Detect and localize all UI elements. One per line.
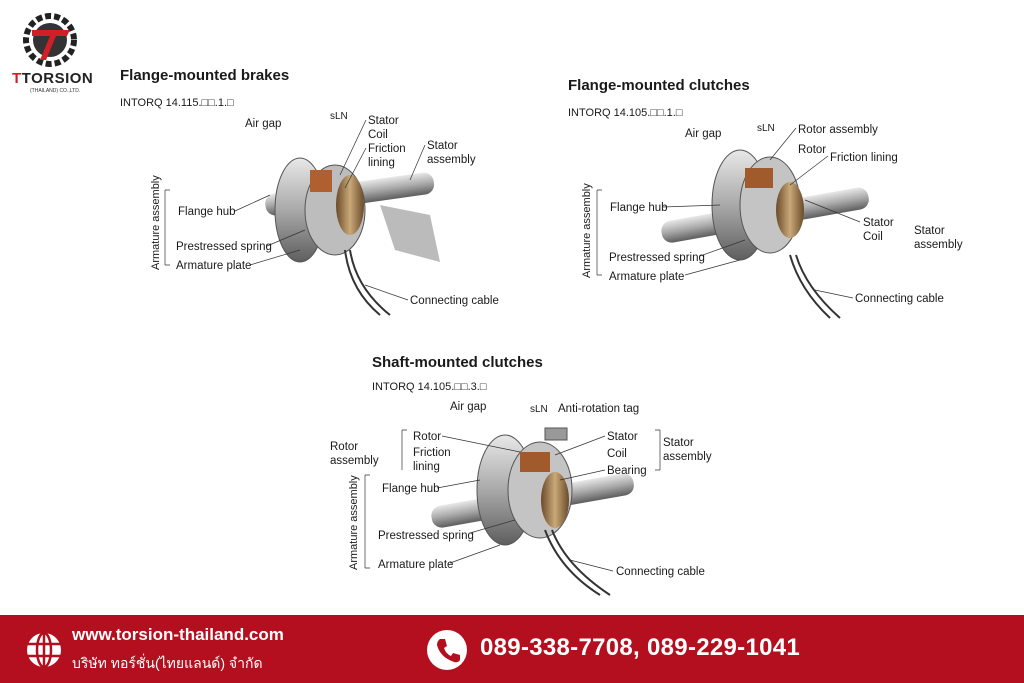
label-sln: sLN <box>330 111 348 122</box>
label-flange-hub: Flange hub <box>382 483 440 495</box>
label-sln: sLN <box>530 404 548 415</box>
shaft-clutch-illustration <box>431 427 634 596</box>
website-link[interactable]: www.torsion-thailand.com <box>72 625 284 644</box>
label-air-gap: Air gap <box>245 118 282 130</box>
phone-icon <box>427 630 467 670</box>
label-armature-plate: Armature plate <box>609 271 685 283</box>
brakes-title: Flange-mounted brakes <box>120 67 290 84</box>
label-rotor-assembly: Rotor assembly <box>798 124 878 136</box>
brand-name: TTORSION <box>12 70 94 87</box>
contact-footer: www.torsion-thailand.com บริษัท ทอร์ชั่น… <box>0 615 1024 683</box>
label-flange-hub: Flange hub <box>178 206 236 218</box>
label-stator: Stator <box>863 217 894 229</box>
flange-clutches-code: INTORQ 14.105.□□.1.□ <box>568 107 683 119</box>
label-cable: Connecting cable <box>616 566 705 578</box>
label-friction: Friction <box>413 447 451 459</box>
label-spring: Prestressed spring <box>609 252 705 264</box>
shaft-clutches-title: Shaft-mounted clutches <box>372 354 543 371</box>
label-rotor-assembly: Rotor <box>330 441 359 453</box>
device-illustrations <box>164 119 869 596</box>
shaft-clutches-code: INTORQ 14.105.□□.3.□ <box>372 381 487 393</box>
label-lining: lining <box>368 157 395 169</box>
label-rotor: Rotor <box>413 431 442 443</box>
label-armature-assembly: Armature assembly <box>581 183 593 278</box>
flange-clutch-illustration <box>661 149 869 319</box>
label-spring: Prestressed spring <box>378 530 474 542</box>
brand-subtitle: (THAILAND) CO.,LTD. <box>30 88 81 94</box>
label-anti-rotation-tag: Anti-rotation tag <box>558 403 640 415</box>
label-coil: Coil <box>607 448 627 460</box>
label-armature-assembly: Armature assembly <box>150 175 162 270</box>
globe-icon <box>27 631 61 669</box>
label-stator-assembly: assembly <box>914 239 963 251</box>
label-stator-assembly: assembly <box>663 451 712 463</box>
company-name: บริษัท ทอร์ชั่น(ไทยแลนด์) จำกัด <box>72 655 263 671</box>
label-air-gap: Air gap <box>685 128 722 140</box>
label-armature-assembly: Armature assembly <box>348 475 360 570</box>
label-stator-assembly: Stator <box>663 437 694 449</box>
label-bearing: Bearing <box>607 465 647 477</box>
label-stator-assembly: Stator <box>427 140 458 152</box>
label-friction: Friction <box>368 143 406 155</box>
label-stator: Stator <box>607 431 638 443</box>
label-rotor-assembly: assembly <box>330 455 379 467</box>
label-stator-assembly: Stator <box>914 225 945 237</box>
label-flange-hub: Flange hub <box>610 202 668 214</box>
label-armature-plate: Armature plate <box>378 559 454 571</box>
phone-numbers[interactable]: 089-338-7708, 089-229-1041 <box>480 634 801 661</box>
label-air-gap: Air gap <box>450 401 487 413</box>
label-friction-lining: Friction lining <box>830 152 898 164</box>
label-rotor: Rotor <box>798 144 827 156</box>
label-cable: Connecting cable <box>855 293 944 305</box>
brakes-code: INTORQ 14.115.□□.1.□ <box>120 97 234 109</box>
label-armature-plate: Armature plate <box>176 260 252 272</box>
label-coil: Coil <box>368 129 388 141</box>
leader-lines <box>164 119 861 572</box>
torsion-logo-icon <box>23 13 77 67</box>
label-stator: Stator <box>368 115 399 127</box>
brake-illustration <box>265 157 440 316</box>
label-sln: sLN <box>757 123 775 134</box>
label-spring: Prestressed spring <box>176 241 272 253</box>
flange-clutches-title: Flange-mounted clutches <box>568 77 750 94</box>
label-coil: Coil <box>863 231 883 243</box>
label-cable: Connecting cable <box>410 295 499 307</box>
label-lining: lining <box>413 461 440 473</box>
label-stator-assembly: assembly <box>427 154 476 166</box>
